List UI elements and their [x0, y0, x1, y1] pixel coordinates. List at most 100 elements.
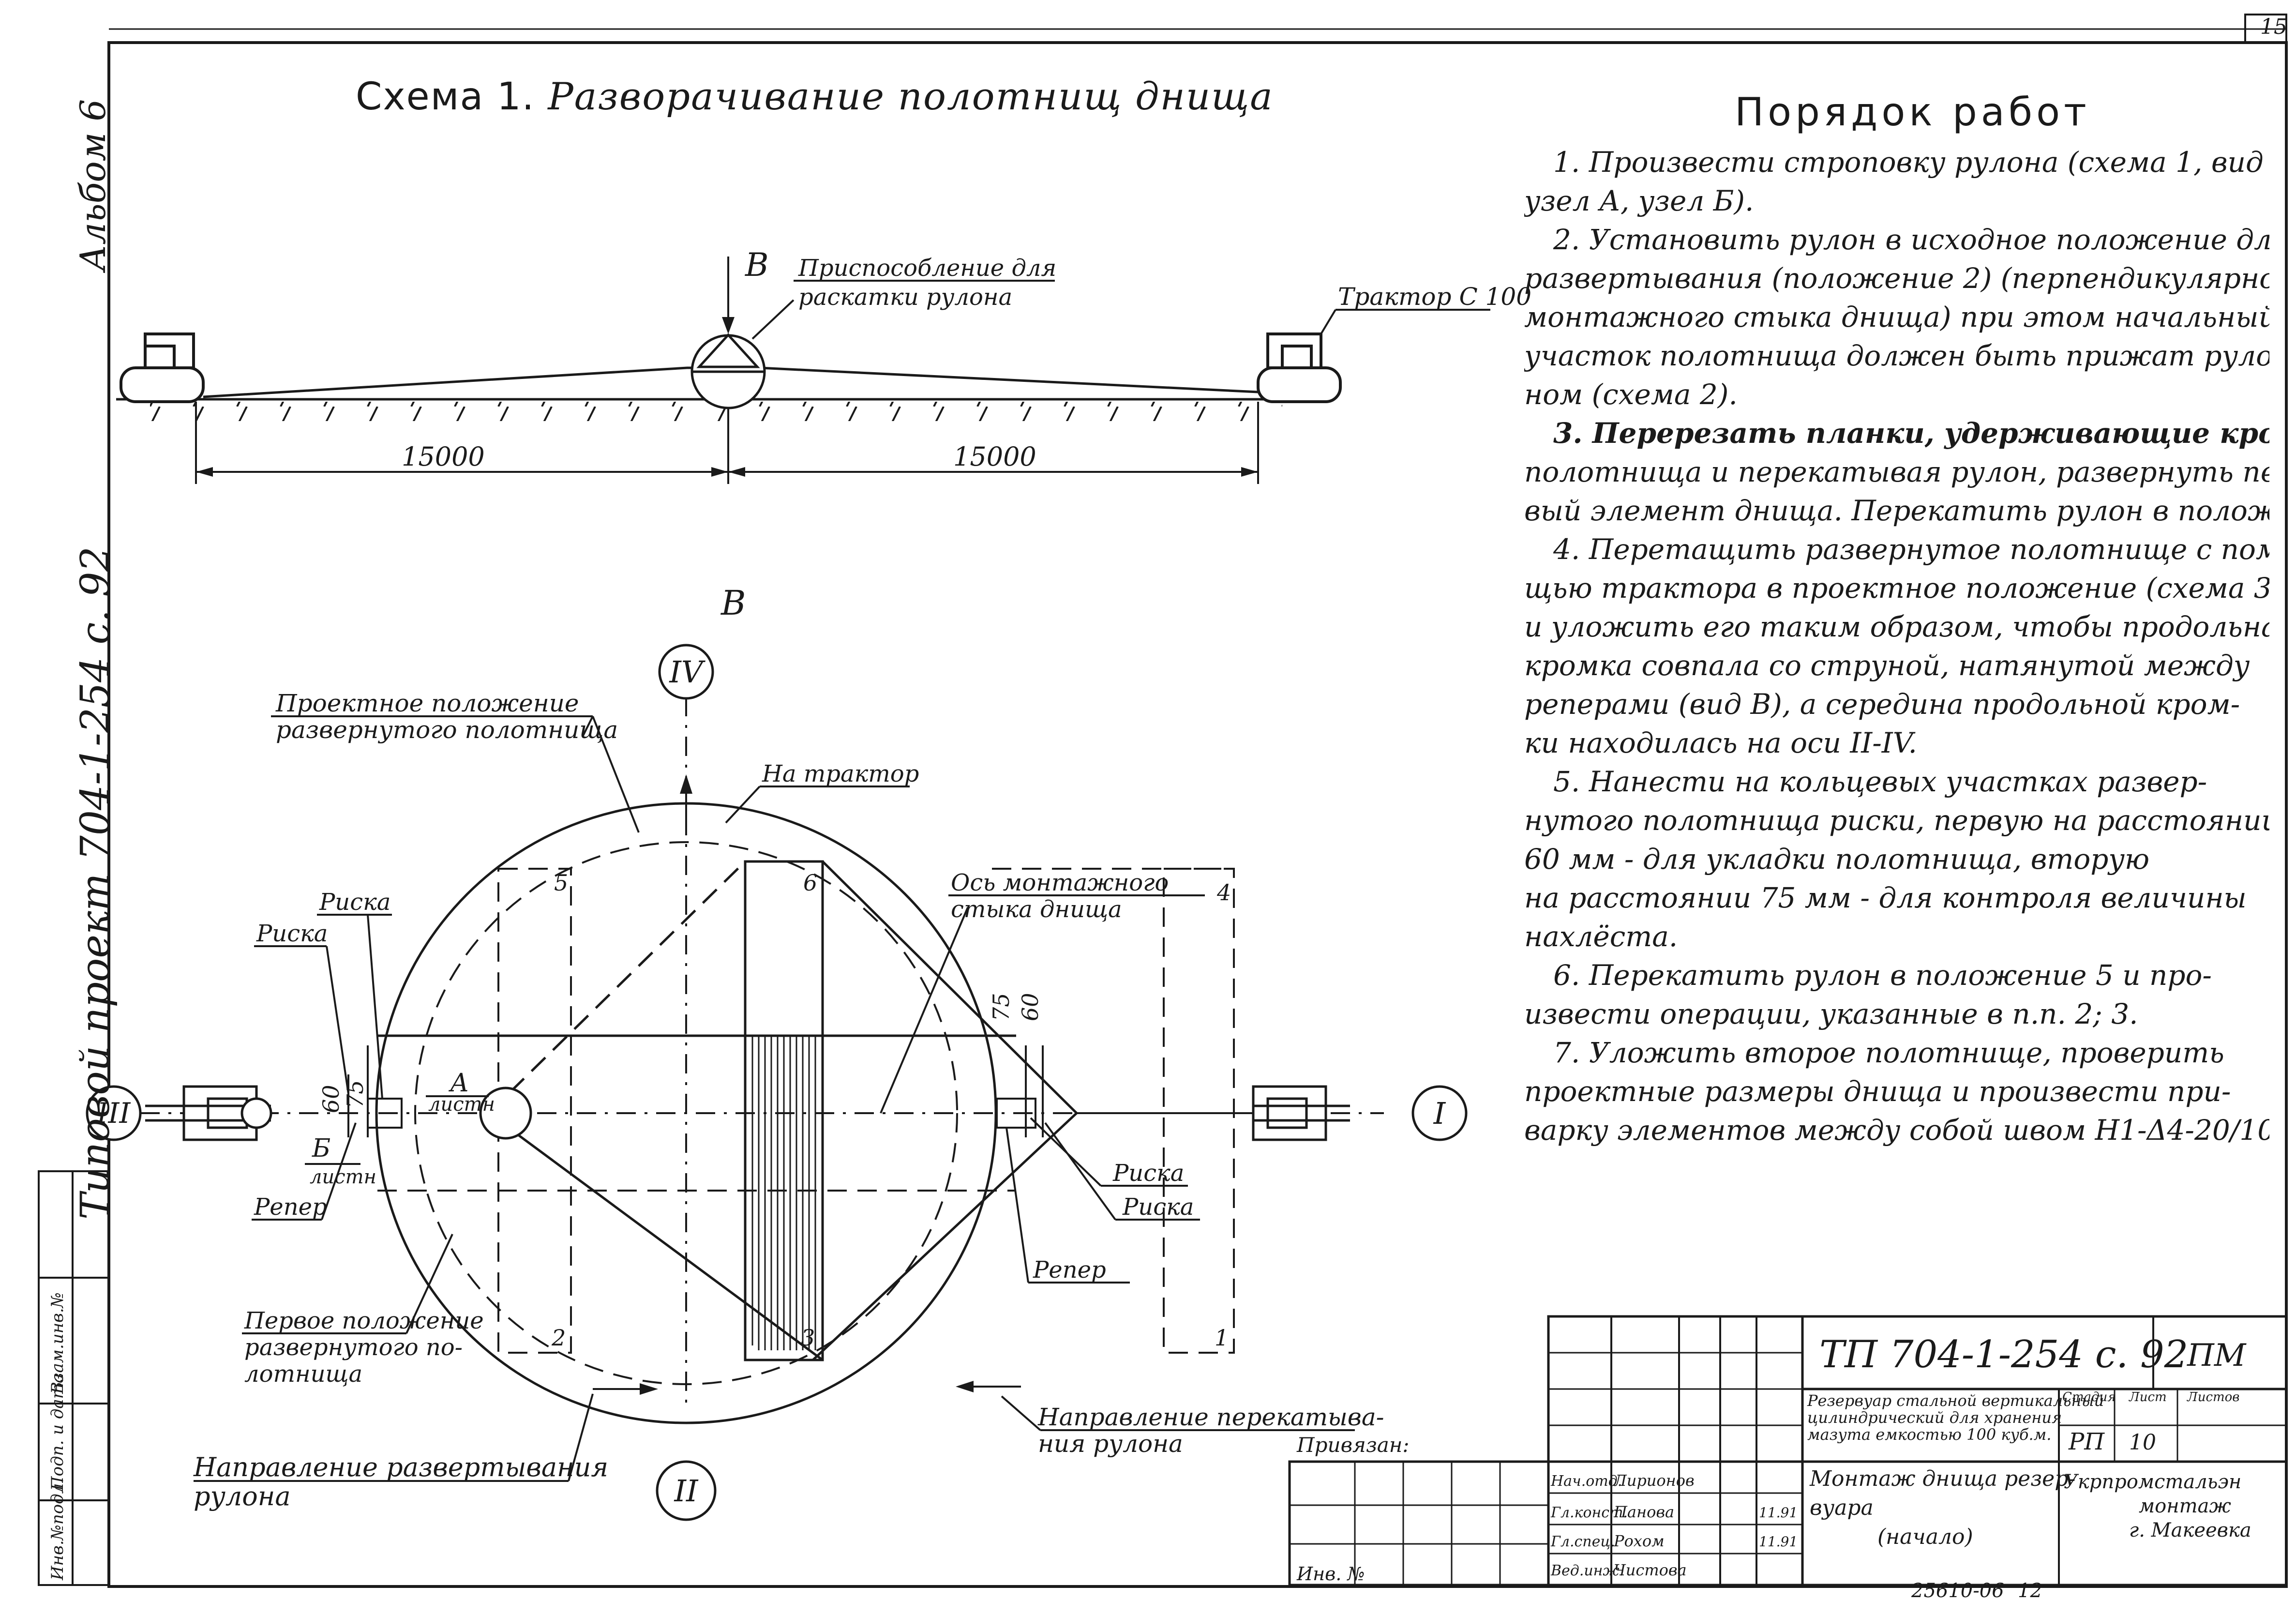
riska-left-top-label: Риска [319, 889, 390, 916]
stamp-stage: РП [2068, 1428, 2105, 1455]
left-strip-cell-1: Инв.№подл. [48, 1478, 67, 1581]
first-position-line1: Первое положение [244, 1307, 484, 1334]
sheet-number: 15 [2260, 15, 2287, 39]
top-view-elevation: В Приспособление для раскатки рулона Тра… [116, 246, 1531, 484]
procedure-line: узел А, узел Б). [1524, 184, 1754, 217]
procedure-line: на расстоянии 75 мм - для контроля велич… [1524, 881, 2247, 914]
riska-right-2-label: Риска [1122, 1193, 1194, 1221]
device-label-line1: Приспособление для [798, 255, 1056, 282]
sheet-frame [107, 41, 2288, 1588]
procedure-line: щью трактора в проектное положение (схем… [1524, 572, 2269, 604]
pos-1-label: 1 [1215, 1325, 1229, 1351]
procedure-line: нахлёста. [1524, 920, 1678, 953]
procedure-line: 2. Установить рулон в исходное положение… [1553, 223, 2269, 256]
procedure-line: монтажного стыка днища) при этом начальн… [1524, 301, 2269, 333]
axis-iii-marker [86, 1085, 142, 1141]
left-roll-tractor-icon [145, 1085, 272, 1141]
left-tractor-icon [120, 332, 205, 403]
procedure-line: развертывания (положение 2) (перпендикул… [1524, 262, 2269, 295]
stamp-org-line1: Укрпромстальэн [2064, 1471, 2241, 1493]
procedure-line: и уложить его таким образом, чтобы продо… [1524, 610, 2269, 643]
dim-60-left: 60 [318, 1085, 344, 1113]
stamp-sheet-code: ПМ [2187, 1338, 2247, 1374]
node-a-label: А [448, 1069, 469, 1098]
pos-5-label: 5 [554, 870, 568, 896]
procedure-line: варку элементов между собой швом Н1-Δ4-2… [1524, 1114, 2269, 1147]
left-inventory-strip [38, 1170, 110, 1586]
dim-right-15000: 15000 [953, 441, 1036, 472]
stamp-drawing-line1: Монтаж днища резер- [1809, 1466, 2075, 1491]
stamp-archive-sheet: 12 [2018, 1580, 2042, 1601]
axis-i-label: I [1433, 1096, 1446, 1131]
riska-left-label: Риска [256, 920, 328, 947]
scheme-subtitle: Разворачивание полотнищ днища [548, 75, 1274, 119]
design-position-line2: развернутого полотнища [276, 716, 618, 744]
procedure-line: 3. Перерезать планки, удерживающие кромк… [1553, 417, 2269, 450]
right-roll-tractor-icon [1252, 1085, 1350, 1141]
roll-node-a-icon [479, 1087, 532, 1140]
procedure-line: 5. Нанести на кольцевых участках развер- [1553, 765, 2207, 798]
procedure-line: 7. Уложить второе полотнище, проверить [1553, 1036, 2224, 1069]
stamp-date-2: 11.91 [1759, 1534, 1798, 1550]
procedure-line: 4. Перетащить развернутое полотнище с по… [1553, 533, 2269, 566]
axis-ii-label: II [674, 1473, 699, 1509]
stamp-role-3: Гл.спец. [1550, 1533, 1615, 1550]
stamp-sheets-header: Листов [2186, 1390, 2239, 1405]
axis-iv-label: IV [669, 654, 705, 690]
left-strip-cell-3: Взам.инв.№ [48, 1292, 67, 1394]
stamp-code: ТП 704-1-254 с. 92 [1819, 1333, 2188, 1376]
stamp-role-1: Нач.отд. [1550, 1473, 1622, 1490]
dim-75-right: 75 [988, 993, 1014, 1021]
unroll-direction-line2: рулона [194, 1481, 291, 1511]
procedure-title: Порядок работ [1735, 90, 2090, 135]
stamp-sheet-header: Лист [2128, 1390, 2167, 1405]
stamp-name-4: Чистова [1614, 1561, 1687, 1579]
stamp-name-3: Рохом [1613, 1532, 1665, 1550]
roll-direction-line2: ния рулона [1038, 1430, 1183, 1458]
node-b-label: Б [312, 1134, 330, 1163]
reper-right-label: Репер [1033, 1256, 1106, 1284]
left-strip-cell-2: Подп. и дата [48, 1374, 67, 1491]
stamp-date-1: 11.91 [1759, 1505, 1798, 1521]
to-tractor-label: На трактор [762, 760, 919, 787]
pos-2-label: 2 [551, 1325, 566, 1351]
stamp-drawing-line2: вуара [1810, 1495, 1874, 1520]
procedure-line: реперами (вид В), а середина продольной … [1524, 688, 2240, 721]
stamp-stage-header: Стадия [2062, 1390, 2116, 1405]
plan-view: В IV II III I [86, 583, 1468, 1521]
procedure-line: ном (схема 2). [1524, 378, 1738, 411]
stamp-attached: Привязан: [1296, 1433, 1410, 1457]
axis-iv-marker [658, 644, 714, 700]
scheme-title-label: Схема 1. [356, 75, 535, 119]
stamp-archive-no: 25610-06 [1911, 1580, 2004, 1601]
dim-75-left: 75 [342, 1080, 368, 1108]
unroll-direction-line1: Направление развертывания [193, 1452, 608, 1482]
stamp-role-4: Вед.инж. [1550, 1562, 1624, 1579]
procedure-line: 60 мм - для укладки полотнища, вторую [1524, 843, 2150, 876]
procedure-line: 6. Перекатить рулон в положение 5 и про- [1553, 959, 2212, 992]
stamp-role-2: Гл.конст. [1550, 1504, 1628, 1521]
procedure-list: 1. Произвести строповку рулона (схема 1,… [1524, 143, 2269, 1149]
design-position-line1: Проектное положение [275, 689, 579, 717]
stamp-sheet: 10 [2129, 1430, 2156, 1455]
stamp-name-1: Лирионов [1613, 1471, 1695, 1490]
procedure-line: ки находилась на оси II-IV. [1524, 726, 1917, 759]
roll-direction-line1: Направление перекатыва- [1037, 1403, 1384, 1431]
right-tractor-icon [1257, 332, 1342, 403]
procedure-line: 1. Произвести строповку рулона (схема 1,… [1553, 146, 2269, 179]
axis-seam-line1: Ось монтажного [951, 869, 1169, 896]
plan-view-label: В [720, 583, 746, 623]
stamp-object-line2: цилиндрический для хранения [1807, 1408, 2062, 1427]
pos-6-label: 6 [803, 870, 817, 896]
stamp-inv-label: Инв. № [1296, 1563, 1365, 1585]
album-label: Альбом 6 [73, 99, 113, 271]
stamp-org-line3: г. Макеевка [2129, 1519, 2251, 1541]
stamp-object-line1: Резервуар стальной вертикальный [1807, 1391, 2104, 1410]
first-position-line2: развернутого по- [244, 1334, 463, 1361]
stamp-name-2: Панова [1613, 1503, 1674, 1521]
pos-3-label: 3 [801, 1325, 815, 1351]
node-b-sub: листн [310, 1166, 376, 1188]
first-position-line3: лотнища [244, 1360, 362, 1388]
pos-4-label: 4 [1216, 879, 1231, 906]
